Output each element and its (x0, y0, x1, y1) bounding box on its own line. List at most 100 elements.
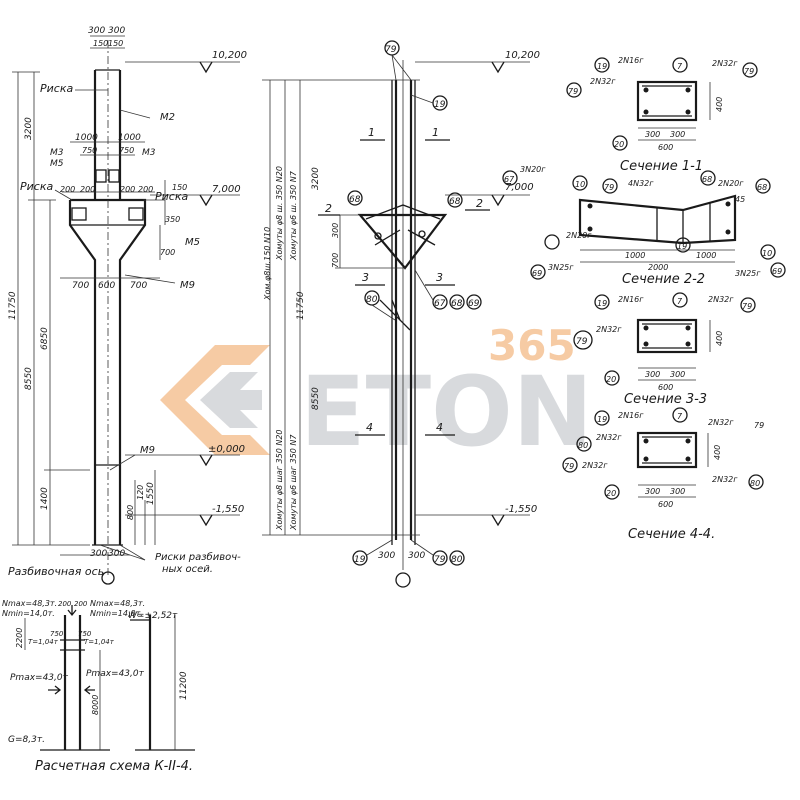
cut-3a: 3 (362, 271, 369, 284)
s3-l6: 79 (576, 337, 588, 347)
scheme-title: Расчетная схема К-II-4. (35, 759, 193, 774)
s2-l1: 3N20г (520, 165, 546, 174)
rebar-mark-80: 80 (366, 295, 378, 305)
axis-circle (101, 571, 115, 585)
s4-l9: 2N32г (582, 461, 608, 470)
s4-l13: 300 (645, 487, 660, 496)
clamp-note-1: Хомуты φ8 ш. 350 N20 (275, 166, 284, 261)
label-riska1: Риска (40, 82, 73, 95)
s4-l6: 2N32г (596, 433, 622, 442)
label-m3a: M3 (50, 148, 64, 158)
level-crane: 7,000 (212, 184, 241, 195)
s2-l0: 67 (504, 175, 515, 184)
s1-l0: 19 (597, 62, 607, 71)
section-3-title: Сечение 3-3 (624, 392, 707, 407)
section-1-1: 19 2N16г 7 2N32г 79 2N32г 79 20 300 300 … (566, 56, 758, 174)
s4-l3: 2N32г (708, 418, 734, 427)
s1-l4: 79 (744, 67, 754, 76)
label-riska3: Риска (155, 190, 188, 203)
dim-200a: 200 (60, 185, 75, 194)
dim-150b: 150 (108, 39, 123, 48)
rebar-mark-b19: 19 (354, 555, 366, 565)
section-3-3: 19 2N16г 7 2N32г 79 2N32г 79 20 300 300 … (573, 292, 756, 407)
label-m2: M2 (160, 112, 175, 123)
dim-200d: 200 (138, 185, 153, 194)
design-scheme: Nmax=48,3т. Nmin=14,0т. 200 200 Nmax=48,… (2, 599, 195, 774)
cut-2a: 2 (325, 202, 332, 215)
label-m9a: M9 (180, 280, 195, 291)
scheme-v2200: 2200 (15, 628, 24, 648)
label-risks1: Риски разбивоч- (155, 551, 241, 563)
rebar-mark-67: 67 (434, 299, 446, 309)
s2-l10: 19 (677, 242, 687, 251)
s3-l4: 79 (742, 302, 752, 311)
dim-600: 600 (98, 281, 115, 291)
s2-l13: 10 (762, 249, 772, 258)
scheme-d750a: 750 (50, 630, 64, 638)
s2-l4: 4N32г (628, 179, 654, 188)
watermark-logo-icon (160, 345, 270, 455)
s4-l7: 400 (713, 445, 722, 460)
dim-v3200: 3200 (24, 117, 34, 140)
dim-200b: 200 (80, 185, 95, 194)
s1-l1: 2N16г (618, 56, 644, 65)
clamp-note-4: Хомуты φ6 шаг 350 N7 (289, 434, 298, 531)
label-m5b: M5 (185, 237, 200, 248)
s3-l0: 19 (597, 299, 607, 308)
cut-3b: 3 (436, 271, 443, 284)
rebar-mark-68a: 68 (349, 195, 361, 205)
scheme-w: W=±2,52т (128, 611, 178, 621)
s3-l7: 20 (606, 375, 616, 384)
scheme-nmax2: Nmax=48,3т. (90, 599, 145, 608)
rebar-dim-v3200: 3200 (311, 167, 321, 190)
level-zero: ±0,000 (208, 444, 245, 455)
s1-l3: 2N32г (712, 59, 738, 68)
label-risks2: ных осей. (162, 564, 213, 575)
s4-l10: 2N32г (712, 475, 738, 484)
scheme-v11200: 11200 (179, 671, 189, 700)
cut-4b: 4 (436, 421, 443, 434)
s2-l18: 69 (772, 267, 782, 276)
dim-b300b: 300 (108, 549, 125, 559)
s4-l5: 80 (578, 441, 588, 450)
scheme-nmin2: Nmin=14,0т. (90, 609, 143, 618)
rebar-dim-v700: 700 (331, 253, 340, 268)
s4-l14: 300 (670, 487, 685, 496)
rebar-dim-v8550: 8550 (311, 387, 321, 410)
dim-150c: 150 (172, 183, 187, 192)
s4-l11: 80 (750, 479, 760, 488)
rebar-mark-69: 69 (468, 299, 480, 309)
dim-v6850: 6850 (40, 327, 50, 350)
label-m5a: M5 (50, 159, 64, 169)
watermark-word: ETON (300, 356, 593, 468)
rebar-mark-b80: 80 (451, 555, 463, 565)
dim-1000b: 1000 (118, 133, 141, 143)
s1-l5: 2N32г (590, 77, 616, 86)
s3-l2: 7 (677, 297, 683, 306)
dim-150a: 150 (93, 39, 108, 48)
s3-l10: 600 (658, 383, 673, 392)
section-4-4: 19 2N16г 7 2N32г 79 80 2N32г 400 79 2N32… (562, 407, 764, 542)
dim-350: 350 (165, 215, 180, 224)
s4-l2: 7 (677, 412, 683, 421)
dim-v120: 120 (136, 485, 145, 500)
dim-v1400: 1400 (40, 487, 50, 510)
dim-700c: 700 (160, 248, 175, 257)
s4-l12: 20 (606, 489, 616, 498)
s4-l8: 79 (564, 462, 574, 471)
s2-l16: 69 (532, 269, 542, 278)
rebar-mark-19: 19 (434, 100, 446, 110)
s1-l2: 7 (677, 62, 683, 71)
s1-l8: 300 (645, 130, 660, 139)
dim-v11750: 11750 (8, 291, 18, 320)
scheme-v8000: 8000 (91, 695, 100, 715)
watermark: 365 ETON (160, 321, 593, 468)
scheme-pmax1: Pmax=43,0т (10, 673, 69, 683)
column-elevation: 300 300 150 150 10,200 Риска M2 1000 100… (8, 26, 247, 585)
scheme-d200a: 200 (58, 600, 72, 608)
dim-750b: 750 (119, 146, 134, 155)
s1-l6: 79 (568, 87, 578, 96)
label-m3b: M3 (142, 148, 156, 158)
clamp-note-3: Хомуты φ8 шаг 350 N20 (275, 429, 284, 531)
dim-700b: 700 (130, 281, 147, 291)
